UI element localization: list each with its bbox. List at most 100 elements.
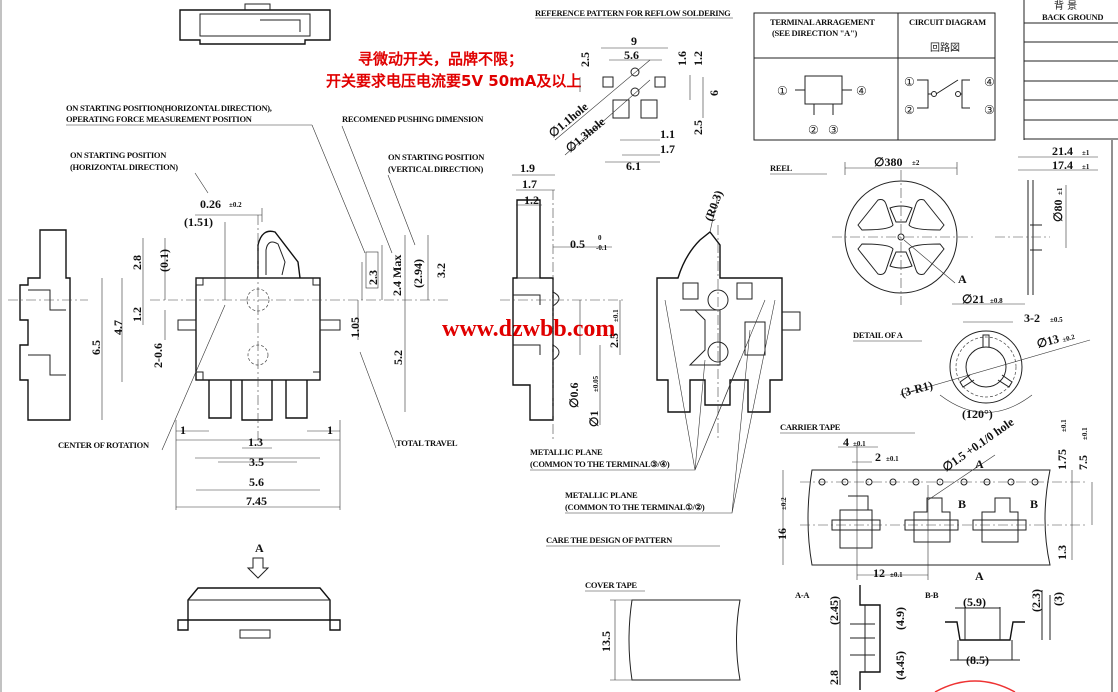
reel-dim-380: ∅380 <box>874 155 902 169</box>
carrier-label-b2: B <box>1030 497 1038 511</box>
dim-1-3: 1.3 <box>248 435 263 449</box>
reel-drawing <box>832 156 1098 305</box>
leader-lines <box>530 299 766 471</box>
cover-tape-dim-13-5: 13.5 <box>599 631 613 652</box>
note-center-of-rotation: CENTER OF ROTATION <box>58 440 150 450</box>
side-dim-0-5: 0.5 <box>570 237 585 251</box>
reel-label-a: A <box>958 272 967 286</box>
section-aa-dim-4-9: (4.9) <box>893 607 907 630</box>
reflow-pattern-drawing <box>554 47 704 163</box>
dim-0-1: (0.1) <box>157 249 171 272</box>
ad-line-2: 开关要求电压电流要5V 50mA及以上 <box>326 72 581 90</box>
detail-a-dim-21-tol: ±0.8 <box>990 297 1003 305</box>
front-view <box>101 208 450 510</box>
note-vertical-2: (VERTICAL DIRECTION) <box>388 164 483 174</box>
dim-1-right: 1 <box>327 423 333 437</box>
section-aa-title: A-A <box>795 590 810 600</box>
circuit-terminal-3: ③ <box>984 103 995 117</box>
section-aa-dim-4-45: (4.45) <box>893 651 907 680</box>
reflow-dim-1-6: 1.6 <box>675 51 689 66</box>
dim-1-05: 1.05 <box>348 317 362 338</box>
note-pushing: RECOMENED PUSHING DIMENSION <box>342 114 484 124</box>
note-plane-12b: (COMMON TO THE TERMINAL①/②) <box>565 502 705 512</box>
detail-a-dim-21: ∅21 <box>962 292 984 306</box>
reflow-dim-1-2: 1.2 <box>691 51 705 66</box>
side-dim-2-5: 2.5 <box>607 333 621 348</box>
side-dim-0-5-tol-up: 0 <box>598 234 602 242</box>
note-total-travel: TOTAL TRAVEL <box>396 438 458 448</box>
side-dim-1-9: 1.9 <box>520 161 535 175</box>
note-horizontal-1: ON STARTING POSITION <box>70 150 167 160</box>
side-view <box>500 174 625 440</box>
side-dim-1-7: 1.7 <box>522 177 537 191</box>
carrier-label-a-top: A <box>975 457 984 471</box>
section-aa-dim-2-8: 2.8 <box>827 670 841 685</box>
reel-dim-17-4-tol: ±1 <box>1082 163 1090 171</box>
detail-a-dim-13-tol: ±0.2 <box>1061 333 1076 344</box>
section-bb-dim-8-5: (8.5) <box>966 653 989 667</box>
carrier-dim-12-tol: ±0.1 <box>890 571 903 579</box>
section-aa-drawing <box>839 585 881 690</box>
dim-2-94: (2.94) <box>411 259 425 288</box>
leader-line <box>341 125 393 254</box>
side-dim-1-tol: ±0.05 <box>592 375 600 392</box>
back-view <box>656 194 801 440</box>
table-circuit-cjk: 回路図 <box>930 41 960 54</box>
side-dim-2-5-tol: ±0.1 <box>612 309 620 322</box>
terminal-1: ① <box>777 84 788 98</box>
detail-a-dim-3-2: 3-2 <box>1024 311 1040 325</box>
terminal-4: ④ <box>856 84 867 98</box>
carrier-dim-4-tol: ±0.1 <box>853 440 866 448</box>
note-operating-1: ON STARTING POSITION(HORIZONTAL DIRECTIO… <box>66 103 272 113</box>
terminal-2: ② <box>808 123 819 137</box>
dim-1-51: (1.51) <box>184 215 213 229</box>
dim-5-2: 5.2 <box>391 350 405 365</box>
section-bb-drawing <box>945 590 1051 661</box>
terminal-table <box>753 12 996 141</box>
section-aa-dim-2-45: (2.45) <box>827 596 841 625</box>
dim-0-26-tol: ±0.2 <box>229 201 242 209</box>
note-horizontal-2: (HORIZONTAL DIRECTION) <box>70 162 178 172</box>
ad-line-1: 寻微动开关，品牌不限； <box>358 50 523 68</box>
bottom-view <box>177 587 341 639</box>
reel-dim-17-4: 17.4 <box>1052 158 1073 172</box>
reflow-dim-5-6: 5.6 <box>624 48 639 62</box>
carrier-dim-4: 4 <box>843 435 849 449</box>
carrier-label-a-bottom: A <box>975 569 984 583</box>
detail-a-r1: (3-R1) <box>899 378 934 400</box>
side-dim-0-5-tol-dn: -0.1 <box>596 244 608 252</box>
dim-2-3: 2.3 <box>366 270 380 285</box>
circuit-terminal-2: ② <box>904 103 915 117</box>
dim-5-6: 5.6 <box>249 475 264 489</box>
reel-dim-380-tol: ±2 <box>912 159 920 167</box>
background-table <box>1023 0 1118 140</box>
carrier-dim-1-75-tol: ±0.1 <box>1060 419 1068 432</box>
dim-6-5: 6.5 <box>89 340 103 355</box>
reflow-dim-2-5a: 2.5 <box>578 52 592 67</box>
table-header-circuit: CIRCUIT DIAGRAM <box>909 17 986 27</box>
table-header-arrangement-2: (SEE DIRECTION "A") <box>772 28 857 38</box>
reflow-title: REFERENCE PATTERN FOR REFLOW SOLDERING <box>535 8 731 18</box>
leader-line <box>311 124 366 254</box>
reel-title: REEL <box>770 163 793 173</box>
dim-2-0-6: 2-0.6 <box>151 343 165 368</box>
carrier-dim-16-tol: ±0.2 <box>780 497 788 510</box>
watermark: www.dzwbb.com <box>442 316 615 342</box>
carrier-dim-2: 2 <box>875 450 881 464</box>
dim-2-4-max: 2.4 Max <box>390 255 404 296</box>
leader-line <box>161 304 226 451</box>
leader-lines <box>565 299 776 514</box>
circuit-terminal-1: ① <box>904 75 915 89</box>
leader-line <box>359 351 397 449</box>
table-header-arrangement: TERMINAL ARRAGEMENT <box>770 17 875 27</box>
side-dim-0-6: ∅0.6 <box>567 383 581 408</box>
leader-line <box>194 172 209 194</box>
carrier-dim-1-75: 1.75 <box>1055 449 1069 470</box>
dim-4-7: 4.7 <box>111 320 125 335</box>
top-view <box>179 3 331 45</box>
leader-line <box>387 174 416 246</box>
reel-dim-21-4-tol: ±1 <box>1082 149 1090 157</box>
carrier-dim-2-tol: ±0.1 <box>886 455 899 463</box>
carrier-dim-7-5-tol: ±0.1 <box>1081 427 1089 440</box>
